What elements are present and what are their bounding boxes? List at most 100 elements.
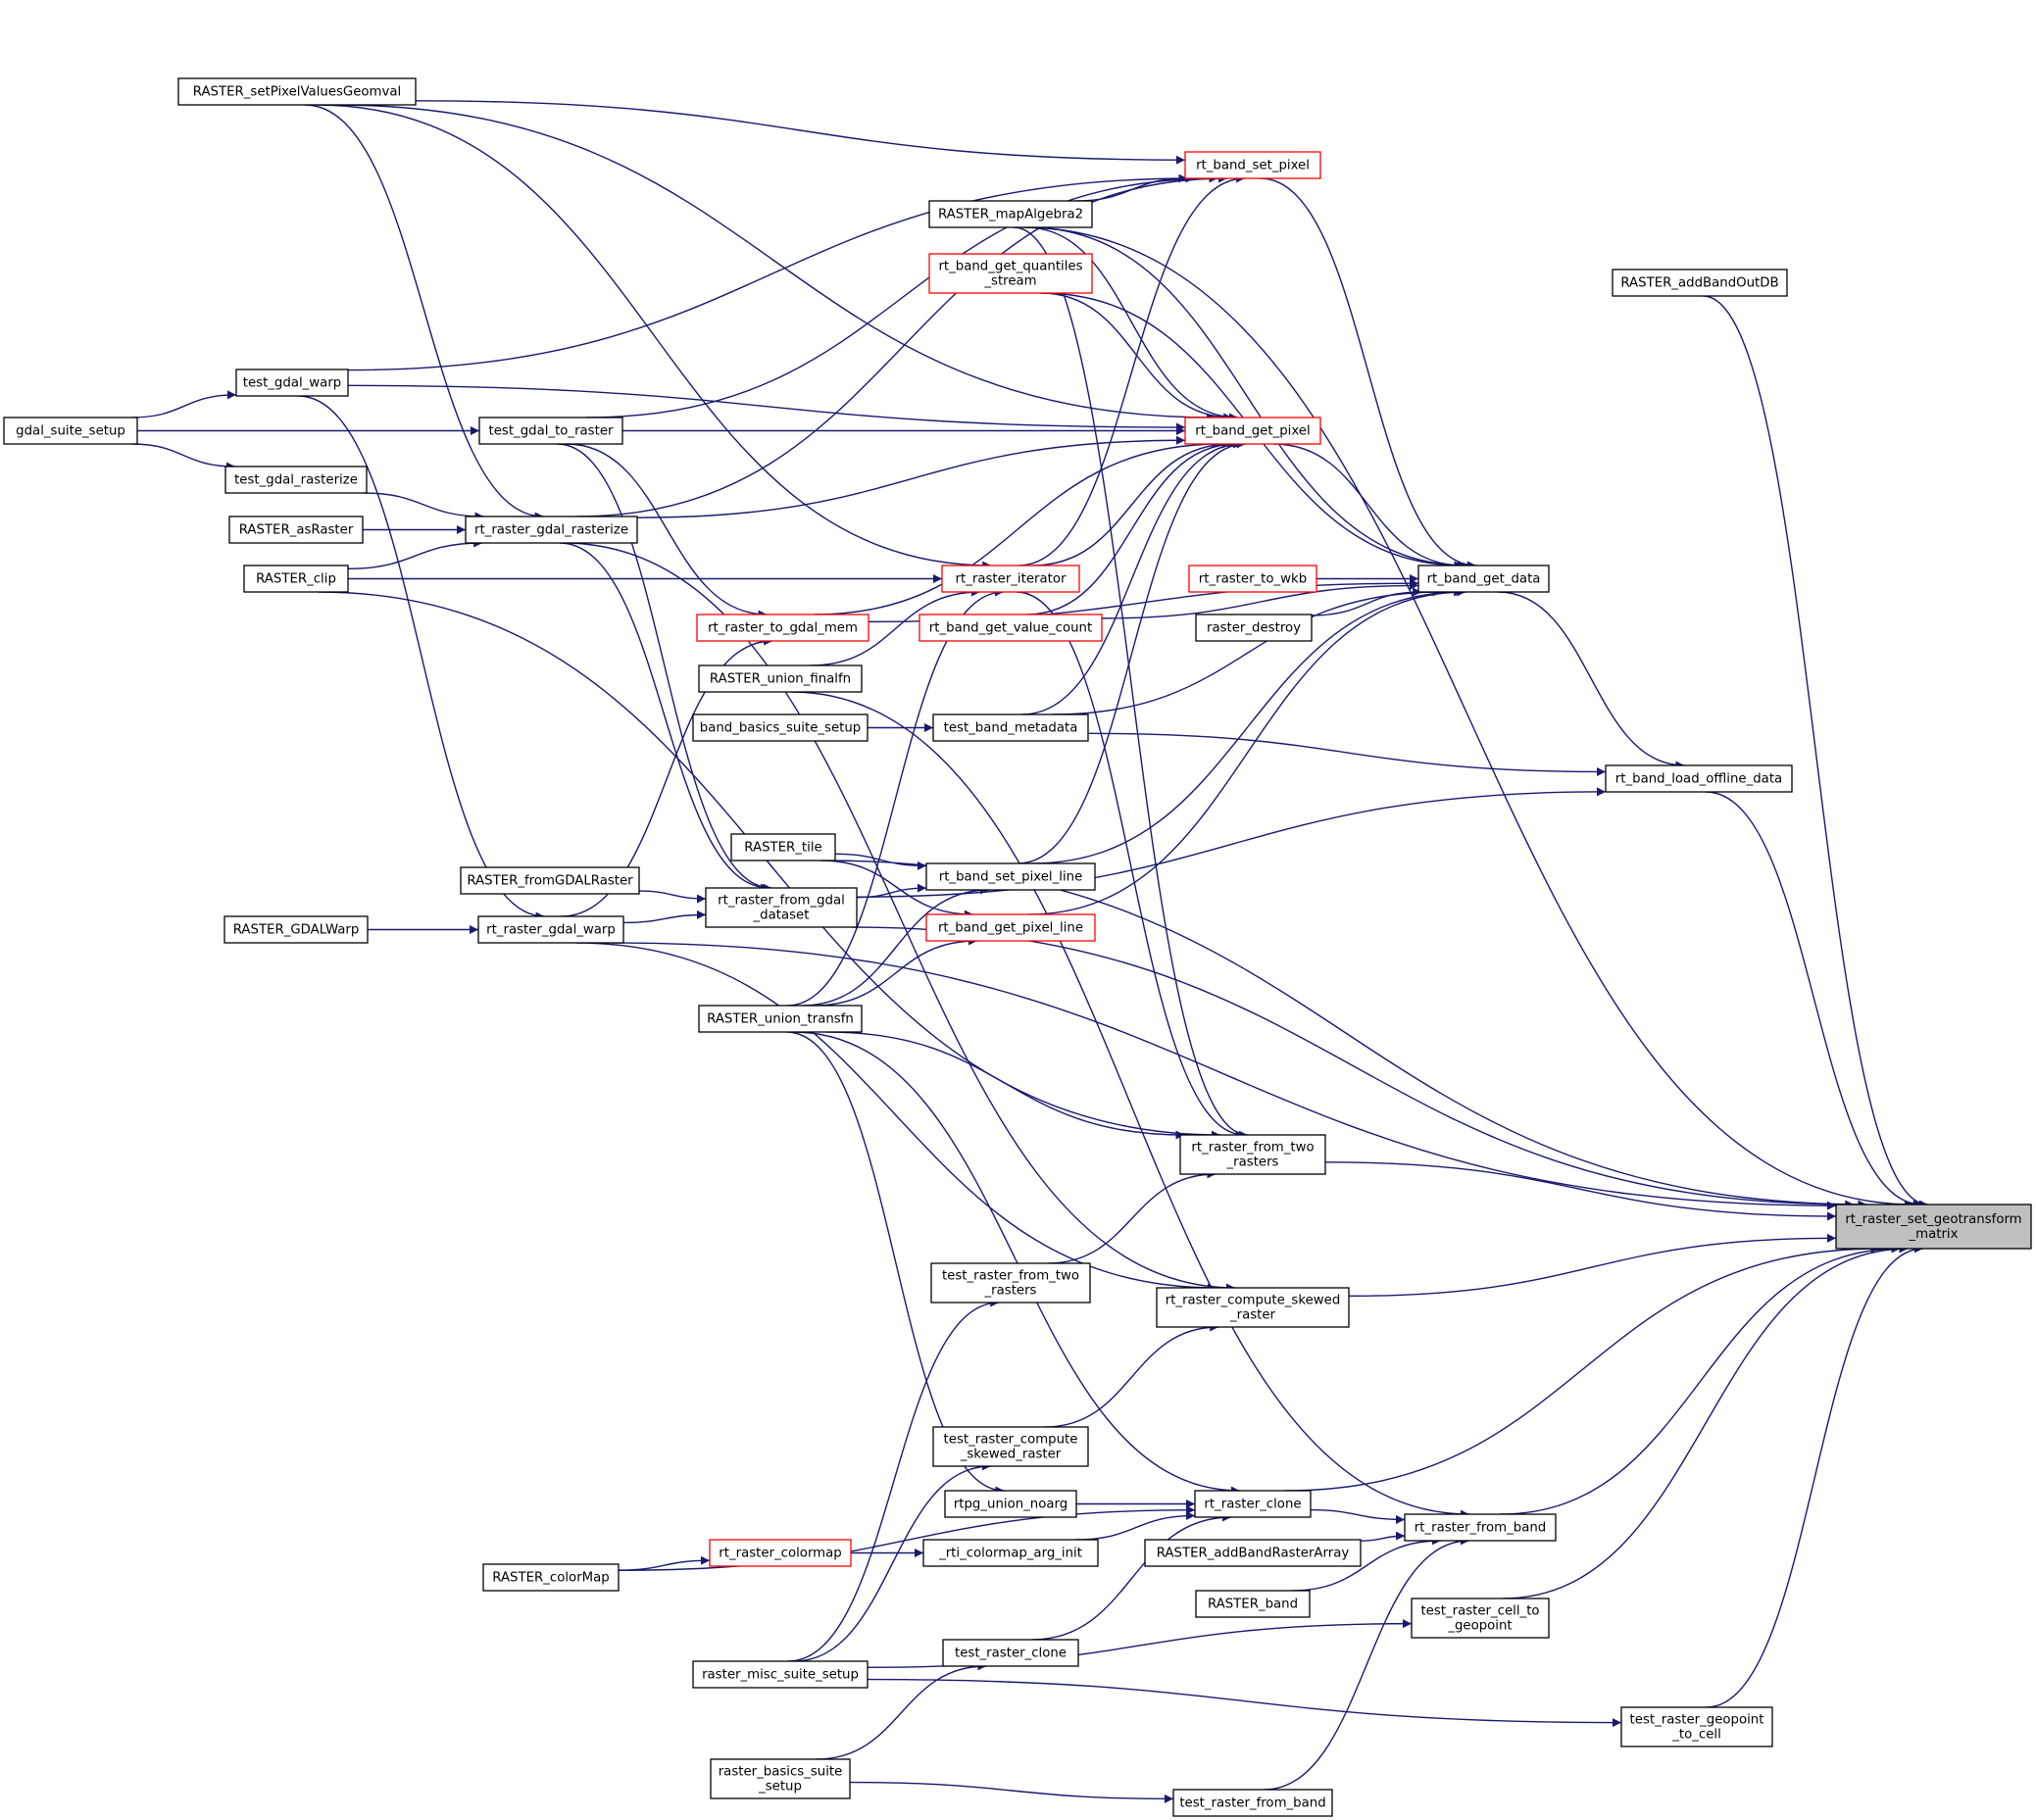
node-raster_misc_suite_setup[interactable]: raster_misc_suite_setup xyxy=(692,1660,869,1689)
node-box[interactable] xyxy=(3,417,138,445)
node-rt_band_get_pixel[interactable]: rt_band_get_pixel xyxy=(1184,417,1321,445)
node-box[interactable] xyxy=(1835,1204,2032,1250)
node-box[interactable] xyxy=(696,614,869,642)
node-rt_band_get_value_count[interactable]: rt_band_get_value_count xyxy=(919,614,1103,642)
node-box[interactable] xyxy=(928,253,1093,294)
node-box[interactable] xyxy=(1195,1590,1311,1618)
node-rt_band_set_pixel_line[interactable]: rt_band_set_pixel_line xyxy=(925,862,1096,891)
node-test_raster_compute_skewed_raster[interactable]: test_raster_compute_skewed_raster xyxy=(932,1426,1089,1467)
node-raster_destroy[interactable]: raster_destroy xyxy=(1195,614,1313,642)
node-box[interactable] xyxy=(460,866,640,895)
node-box[interactable] xyxy=(710,1758,851,1799)
node-RASTER_mapAlgebra2[interactable]: RASTER_mapAlgebra2 xyxy=(928,200,1093,228)
node-box[interactable] xyxy=(944,1490,1077,1518)
node-box[interactable] xyxy=(941,565,1080,593)
node-box[interactable] xyxy=(930,1262,1091,1304)
node-rtpg_union_noarg[interactable]: rtpg_union_noarg xyxy=(944,1490,1077,1518)
node-box[interactable] xyxy=(223,915,369,944)
node-rti_colormap_arg_init[interactable]: _rti_colormap_arg_init xyxy=(922,1539,1099,1567)
node-box[interactable] xyxy=(228,516,364,544)
node-box[interactable] xyxy=(698,1005,863,1033)
node-RASTER_colorMap[interactable]: RASTER_colorMap xyxy=(482,1563,620,1592)
node-box[interactable] xyxy=(1620,1706,1773,1747)
node-box[interactable] xyxy=(928,200,1093,228)
node-box[interactable] xyxy=(1417,565,1550,593)
node-rt_raster_clone[interactable]: rt_raster_clone xyxy=(1194,1490,1312,1518)
node-test_raster_from_band[interactable]: test_raster_from_band xyxy=(1172,1789,1333,1817)
node-test_gdal_warp[interactable]: test_gdal_warp xyxy=(235,369,349,397)
node-RASTER_addBandOutDB[interactable]: RASTER_addBandOutDB xyxy=(1612,269,1788,297)
node-test_band_metadata[interactable]: test_band_metadata xyxy=(932,713,1089,742)
node-rt_raster_iterator[interactable]: rt_raster_iterator xyxy=(941,565,1080,593)
node-RASTER_addBandRasterArray[interactable]: RASTER_addBandRasterArray xyxy=(1144,1539,1362,1567)
node-rt_band_set_pixel[interactable]: rt_band_set_pixel xyxy=(1184,151,1321,179)
node-box[interactable] xyxy=(1156,1287,1350,1328)
node-box[interactable] xyxy=(692,1660,869,1689)
node-gdal_suite_setup[interactable]: gdal_suite_setup xyxy=(3,417,138,445)
node-rt_raster_colormap[interactable]: rt_raster_colormap xyxy=(709,1539,852,1567)
node-box[interactable] xyxy=(1188,565,1317,593)
node-box[interactable] xyxy=(922,1539,1099,1567)
node-RASTER_clip[interactable]: RASTER_clip xyxy=(243,565,349,593)
node-RASTER_union_finalfn[interactable]: RASTER_union_finalfn xyxy=(698,664,863,693)
node-box[interactable] xyxy=(1144,1539,1362,1567)
node-test_raster_cell_to_geopoint[interactable]: test_raster_cell_to_geopoint xyxy=(1411,1598,1550,1639)
node-box[interactable] xyxy=(932,713,1089,742)
node-rt_band_load_offline_data[interactable]: rt_band_load_offline_data xyxy=(1605,764,1793,793)
node-rt_raster_compute_skewed_raster[interactable]: rt_raster_compute_skewed_raster xyxy=(1156,1287,1350,1328)
node-box[interactable] xyxy=(1172,1789,1333,1817)
node-test_raster_geopoint_to_cell[interactable]: test_raster_geopoint_to_cell xyxy=(1620,1706,1773,1747)
node-rt_raster_from_band[interactable]: rt_raster_from_band xyxy=(1404,1513,1557,1542)
node-box[interactable] xyxy=(1612,269,1788,297)
node-RASTER_GDALWarp[interactable]: RASTER_GDALWarp xyxy=(223,915,369,944)
node-box[interactable] xyxy=(698,664,863,693)
node-rt_band_get_quantiles_stream[interactable]: rt_band_get_quantiles_stream xyxy=(928,253,1093,294)
node-box[interactable] xyxy=(1179,1134,1326,1175)
node-RASTER_band[interactable]: RASTER_band xyxy=(1195,1590,1311,1618)
node-raster_basics_suite_setup[interactable]: raster_basics_suite_setup xyxy=(710,1758,851,1799)
node-rt_raster_to_gdal_mem[interactable]: rt_raster_to_gdal_mem xyxy=(696,614,869,642)
node-box[interactable] xyxy=(1184,417,1321,445)
node-RASTER_union_transfn[interactable]: RASTER_union_transfn xyxy=(698,1005,863,1033)
node-box[interactable] xyxy=(465,516,638,544)
node-box[interactable] xyxy=(177,77,417,106)
node-rt_raster_from_two_rasters[interactable]: rt_raster_from_two_rasters xyxy=(1179,1134,1326,1175)
node-rt_raster_from_gdal_dataset[interactable]: rt_raster_from_gdal_dataset xyxy=(705,887,858,928)
node-box[interactable] xyxy=(692,713,869,742)
node-box[interactable] xyxy=(730,833,836,861)
node-test_raster_clone[interactable]: test_raster_clone xyxy=(942,1639,1079,1667)
node-box[interactable] xyxy=(477,915,624,944)
node-RASTER_asRaster[interactable]: RASTER_asRaster xyxy=(228,516,364,544)
node-box[interactable] xyxy=(1404,1513,1557,1542)
node-RASTER_fromGDALRaster[interactable]: RASTER_fromGDALRaster xyxy=(460,866,640,895)
node-box[interactable] xyxy=(925,862,1096,891)
node-box[interactable] xyxy=(925,913,1096,942)
node-box[interactable] xyxy=(705,887,858,928)
node-root[interactable]: rt_raster_set_geotransform_matrix xyxy=(1835,1204,2032,1250)
node-rt_band_get_pixel_line[interactable]: rt_band_get_pixel_line xyxy=(925,913,1096,942)
node-test_gdal_rasterize[interactable]: test_gdal_rasterize xyxy=(224,466,368,494)
node-box[interactable] xyxy=(235,369,349,397)
node-box[interactable] xyxy=(709,1539,852,1567)
node-rt_band_get_data[interactable]: rt_band_get_data xyxy=(1417,565,1550,593)
node-box[interactable] xyxy=(478,417,623,445)
node-box[interactable] xyxy=(482,1563,620,1592)
node-rt_raster_to_wkb[interactable]: rt_raster_to_wkb xyxy=(1188,565,1317,593)
node-test_raster_from_two_rasters[interactable]: test_raster_from_two_rasters xyxy=(930,1262,1091,1304)
node-rt_raster_gdal_rasterize[interactable]: rt_raster_gdal_rasterize xyxy=(465,516,638,544)
node-box[interactable] xyxy=(1605,764,1793,793)
node-box[interactable] xyxy=(1195,614,1313,642)
node-band_basics_suite_setup[interactable]: band_basics_suite_setup xyxy=(692,713,869,742)
node-box[interactable] xyxy=(919,614,1103,642)
node-rt_raster_gdal_warp[interactable]: rt_raster_gdal_warp xyxy=(477,915,624,944)
node-box[interactable] xyxy=(1411,1598,1550,1639)
node-RASTER_setPixelValuesGeomval[interactable]: RASTER_setPixelValuesGeomval xyxy=(177,77,417,106)
node-box[interactable] xyxy=(932,1426,1089,1467)
node-box[interactable] xyxy=(942,1639,1079,1667)
node-box[interactable] xyxy=(243,565,349,593)
node-box[interactable] xyxy=(224,466,368,494)
node-RASTER_tile[interactable]: RASTER_tile xyxy=(730,833,836,861)
node-test_gdal_to_raster[interactable]: test_gdal_to_raster xyxy=(478,417,623,445)
node-box[interactable] xyxy=(1194,1490,1312,1518)
node-box[interactable] xyxy=(1184,151,1321,179)
